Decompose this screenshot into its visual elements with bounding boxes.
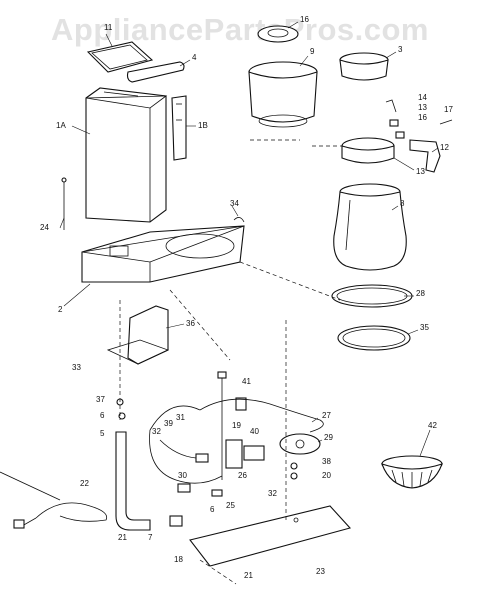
callout-24: 24 xyxy=(40,223,49,232)
callout-39: 39 xyxy=(164,419,173,428)
part-11-lid-plate xyxy=(86,41,154,73)
callout-5: 5 xyxy=(100,429,105,438)
callout-1b: 1B xyxy=(198,121,208,130)
callout-2: 2 xyxy=(58,305,63,314)
part-38-20-fittings xyxy=(290,462,298,480)
part-4-spreader xyxy=(126,61,185,83)
part-13-decanter-lid xyxy=(341,137,395,164)
part-8-decanter xyxy=(333,183,407,271)
callout-20: 20 xyxy=(322,471,331,480)
callout-29: 29 xyxy=(324,433,333,442)
watermark-text: AppliancePartsPros.com xyxy=(51,12,429,47)
part-37-6-clamps xyxy=(116,398,126,420)
heater-tube xyxy=(217,371,227,480)
callout-35: 35 xyxy=(420,323,429,332)
wiring-harness xyxy=(149,405,223,497)
callout-36: 36 xyxy=(186,319,195,328)
leader-lines xyxy=(59,21,439,457)
callout-8: 8 xyxy=(400,199,405,208)
part-41-thermostat xyxy=(235,397,247,411)
callout-32-left: 32 xyxy=(152,427,161,436)
part-19-40-switch-block xyxy=(225,439,265,469)
callout-25: 25 xyxy=(226,501,235,510)
part-1a-housing xyxy=(85,87,168,223)
callout-34: 34 xyxy=(230,199,239,208)
callout-16-top: 16 xyxy=(300,15,309,24)
part-28-gasket xyxy=(331,284,413,308)
callout-37: 37 xyxy=(96,395,105,404)
parts-14-13-16-small xyxy=(385,99,405,139)
callout-11: 11 xyxy=(104,23,113,32)
part-34-clip xyxy=(233,217,245,223)
callout-16-side: 16 xyxy=(418,113,427,122)
callout-22: 22 xyxy=(80,479,89,488)
part-17-screw xyxy=(439,119,453,125)
callout-18: 18 xyxy=(174,555,183,564)
callout-41: 41 xyxy=(242,377,251,386)
callout-3: 3 xyxy=(398,45,403,54)
callout-13-lid: 13 xyxy=(416,167,425,176)
part-2-base xyxy=(81,225,245,283)
callout-9: 9 xyxy=(310,47,315,56)
part-9-brew-basket xyxy=(248,61,318,128)
callout-7: 7 xyxy=(148,533,153,542)
part-16-spray-head xyxy=(257,25,299,43)
part-12-handle xyxy=(409,139,441,173)
callout-40: 40 xyxy=(250,427,259,436)
part-27-wire xyxy=(199,398,324,433)
part-5-water-tube xyxy=(115,431,151,531)
callout-1a: 1A xyxy=(56,121,66,130)
callout-21-bottom: 21 xyxy=(244,571,253,580)
alignment-lines xyxy=(119,139,342,585)
callout-33: 33 xyxy=(72,363,81,372)
part-22-power-cord xyxy=(0,471,108,529)
part-3-cover xyxy=(339,52,389,81)
callout-12: 12 xyxy=(440,143,449,152)
callout-27: 27 xyxy=(322,411,331,420)
callout-31: 31 xyxy=(176,413,185,422)
callout-30: 30 xyxy=(178,471,187,480)
part-42-paper-filter xyxy=(381,455,443,489)
callout-26: 26 xyxy=(238,471,247,480)
callout-14: 14 xyxy=(418,93,427,102)
callout-19: 19 xyxy=(232,421,241,430)
callout-labels: 11 4 1A 1B 16 9 3 14 13 16 17 12 13 8 24… xyxy=(40,15,453,580)
part-7-switch xyxy=(169,515,183,527)
callout-13: 13 xyxy=(418,103,427,112)
callout-21-left: 21 xyxy=(118,533,127,542)
part-18-bottom-plate xyxy=(189,505,352,567)
callout-17: 17 xyxy=(444,105,453,114)
callout-32-right: 32 xyxy=(268,489,277,498)
callout-42: 42 xyxy=(428,421,437,430)
callout-6-lower: 6 xyxy=(210,505,215,514)
part-36-bracket xyxy=(106,305,170,365)
part-1b-tube xyxy=(171,95,187,161)
callout-38: 38 xyxy=(322,457,331,466)
part-29-heater-plate xyxy=(279,433,321,455)
callout-23: 23 xyxy=(316,567,325,576)
part-24-wire-clip xyxy=(61,177,67,230)
callout-4: 4 xyxy=(192,53,197,62)
callout-28: 28 xyxy=(416,289,425,298)
part-35-gasket xyxy=(337,325,411,351)
callout-6: 6 xyxy=(100,411,105,420)
